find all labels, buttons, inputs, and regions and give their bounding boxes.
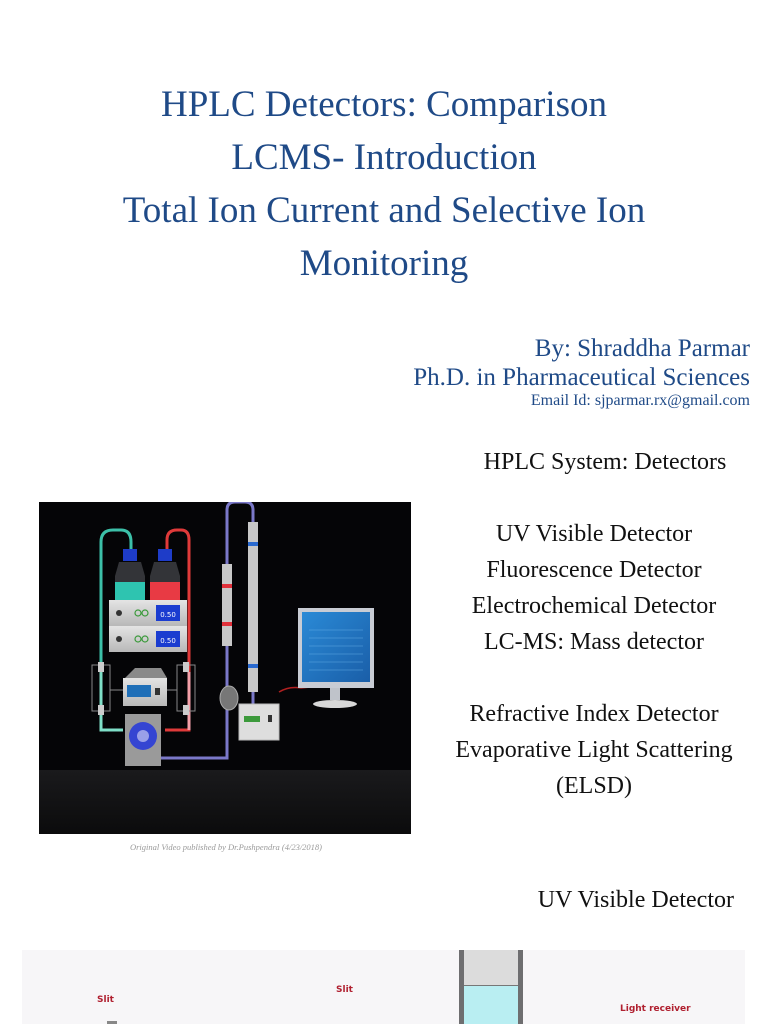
pump-display-1: 0.50: [160, 611, 176, 619]
author-block: By: Shraddha Parmar Ph.D. in Pharmaceuti…: [413, 334, 750, 410]
sample-cuvette: [459, 950, 523, 1024]
uv-detector-diagram: Slit Slit Light receiver: [22, 950, 745, 1024]
author-degree: Ph.D. in Pharmaceutical Sciences: [413, 364, 750, 391]
title-line-3: Total Ion Current and Selective Ion: [122, 190, 646, 231]
detector-item: UV Visible Detector: [495, 521, 693, 547]
slit-left-bar: [107, 1021, 117, 1024]
light-receiver-label: Light receiver: [620, 1004, 691, 1014]
slit-label-left: Slit: [97, 995, 114, 1005]
detector-item: Refractive Index Detector: [469, 701, 719, 727]
cuvette-liquid: [459, 985, 523, 1024]
detector-item: LC-MS: Mass detector: [484, 629, 704, 655]
title-line-1: HPLC Detectors: Comparison: [160, 84, 607, 125]
title-line-2: LCMS- Introduction: [231, 137, 537, 178]
detector-group-1: UV Visible Detector Fluorescence Detecto…: [420, 516, 768, 660]
hplc-system-illustration: 0.50 0.50: [39, 502, 411, 834]
detector-item: Fluorescence Detector: [486, 557, 702, 583]
detector-item: Evaporative Light Scattering: [455, 737, 733, 763]
detector-item: (ELSD): [556, 773, 632, 799]
document-title: HPLC Detectors: Comparison LCMS- Introdu…: [0, 78, 768, 290]
figure-caption: Original Video published by Dr.Pushpendr…: [129, 842, 323, 852]
hplc-diagram-graphic: 0.50 0.50: [39, 502, 411, 834]
author-email: Email Id: sjparmar.rx@gmail.com: [530, 392, 750, 409]
detectors-list: HPLC System: Detectors UV Visible Detect…: [420, 444, 768, 804]
slit-label-middle: Slit: [336, 985, 353, 995]
author-name: By: Shraddha Parmar: [534, 335, 750, 362]
title-line-4: Monitoring: [299, 243, 469, 284]
detector-group-2: Refractive Index Detector Evaporative Li…: [420, 696, 768, 804]
detector-item: Electrochemical Detector: [471, 593, 717, 619]
detectors-heading: HPLC System: Detectors: [483, 449, 727, 475]
uv-section-heading: UV Visible Detector: [537, 887, 734, 913]
pump-display-2: 0.50: [160, 637, 176, 645]
